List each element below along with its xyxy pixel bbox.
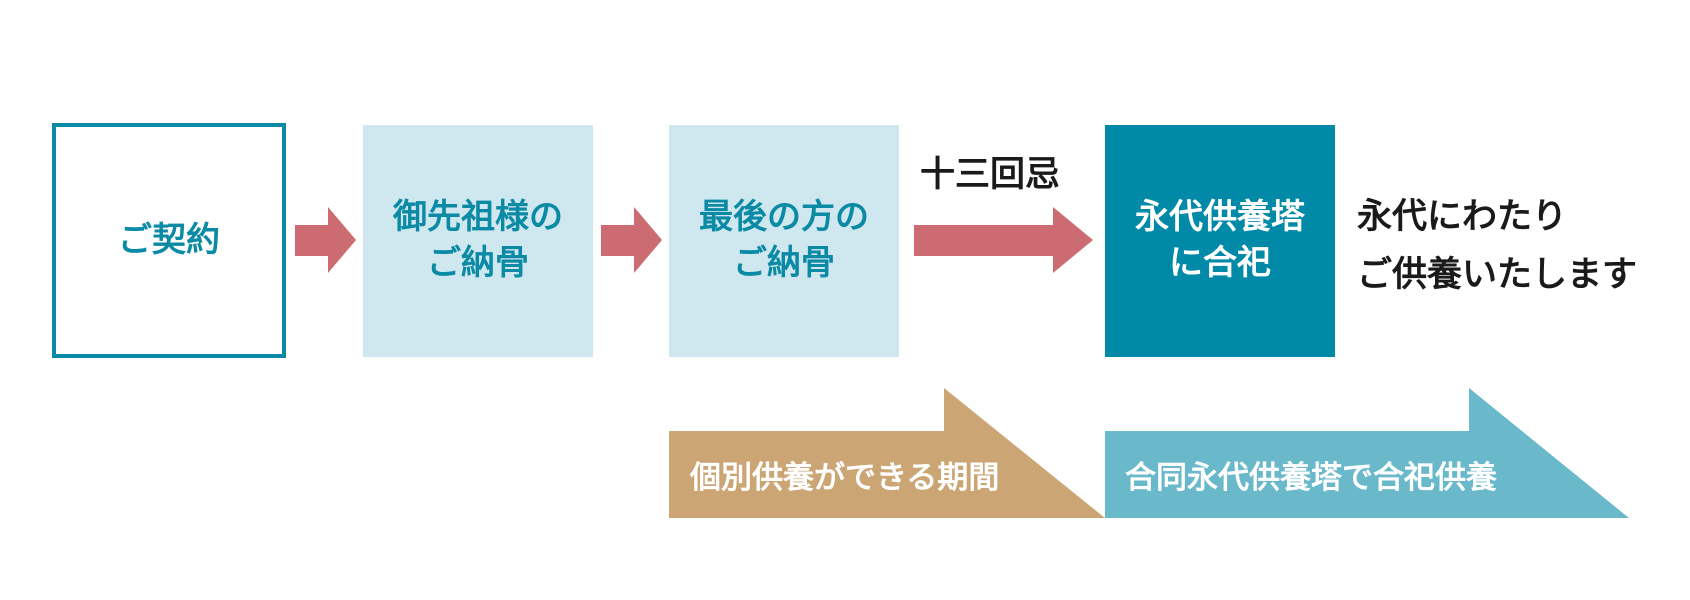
transition-label: 十三回忌	[920, 155, 1061, 195]
step-label: 永代供養塔	[1135, 197, 1305, 238]
arrow-step3-to-step4	[914, 207, 1093, 273]
step-last-interment: 最後の方のご納骨	[669, 125, 899, 357]
step-label: に合祀	[1169, 243, 1271, 283]
arrow-step1-to-step2	[295, 207, 356, 273]
step-label: 最後の方の	[699, 197, 869, 238]
step-label: ご契約	[118, 219, 220, 260]
arrow-step2-to-step3	[601, 207, 662, 273]
result-text: 永代にわたり ご供養いたします	[1357, 188, 1637, 304]
individual-period-arrow	[669, 388, 1105, 518]
communal-period-arrow	[1105, 388, 1629, 518]
step-label: ご納骨	[427, 243, 529, 283]
step-ancestor-interment: 御先祖様のご納骨	[363, 125, 593, 357]
step-communal-tower: 永代供養塔に合祀	[1105, 125, 1335, 357]
result-line: ご供養いたします	[1357, 255, 1638, 295]
result-line: 永代にわたり	[1357, 197, 1568, 237]
step-label: ご納骨	[733, 243, 835, 283]
step-label: 御先祖様の	[393, 197, 563, 238]
individual-period-label: 個別供養ができる期間	[690, 460, 1000, 496]
communal-period-label: 合同永代供養塔で合祀供養	[1125, 460, 1497, 496]
step-contract: ご契約	[52, 123, 286, 358]
